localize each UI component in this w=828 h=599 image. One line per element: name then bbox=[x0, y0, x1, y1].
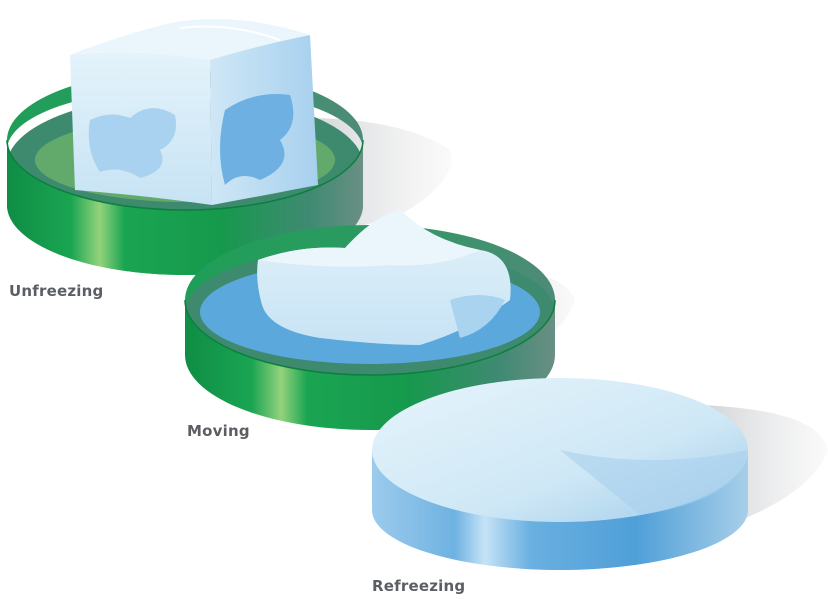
melting-ice-shade bbox=[450, 295, 505, 338]
ice-cube-front-pattern bbox=[88, 108, 176, 178]
label-unfreezing: Unfreezing bbox=[9, 282, 104, 300]
tray-1-rim bbox=[6, 139, 364, 211]
disk-top-shade bbox=[560, 450, 748, 515]
refreezing-disk bbox=[372, 378, 748, 570]
ice-cube-highlight bbox=[179, 25, 281, 41]
label-refreezing: Refreezing bbox=[372, 577, 466, 595]
ice-cube-side-pattern bbox=[220, 94, 294, 185]
label-moving: Moving bbox=[187, 422, 250, 440]
melting-ice-top bbox=[258, 210, 480, 267]
ice-cube-top bbox=[70, 18, 310, 60]
tray-2-rim bbox=[184, 299, 556, 376]
ice-cube bbox=[70, 18, 318, 205]
